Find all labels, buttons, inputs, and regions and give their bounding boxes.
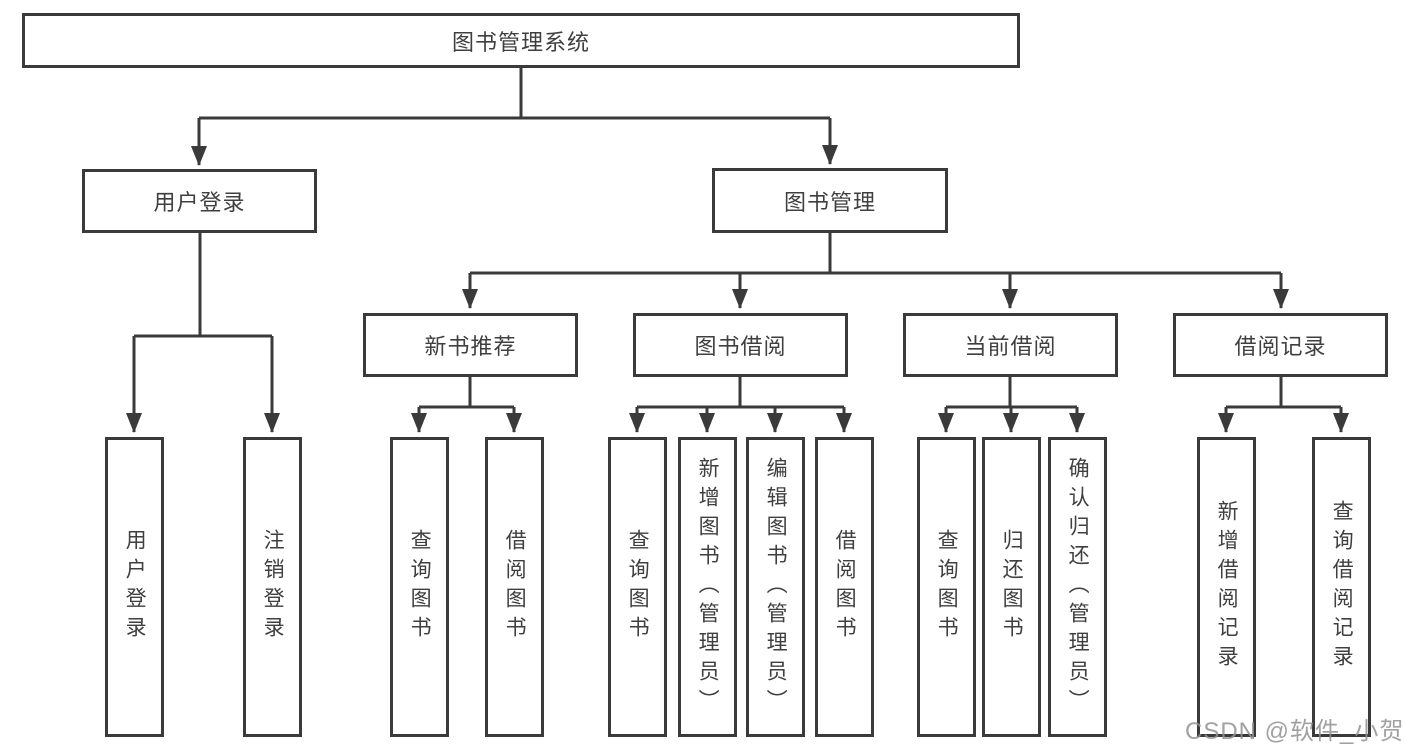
- node-book-management: 图书管理: [712, 168, 948, 233]
- leaf-query-books-recommend-label: 查询图书: [408, 529, 432, 645]
- leaf-return-books: 归还图书: [982, 437, 1041, 737]
- leaf-add-borrow-record: 新增借阅记录: [1197, 437, 1256, 737]
- leaf-query-books-borrowing: 查询图书: [608, 437, 667, 737]
- leaf-query-books-borrowing-label: 查询图书: [626, 529, 650, 645]
- watermark: CSDN @软件_小贺同学: [1185, 718, 1405, 745]
- leaf-borrow-books-borrowing: 借阅图书: [815, 437, 874, 737]
- leaf-logout: 注销登录: [243, 437, 302, 737]
- leaf-query-books-current: 查询图书: [917, 437, 976, 737]
- leaf-query-borrow-record: 查询借阅记录: [1312, 437, 1371, 737]
- leaf-user-login-label: 用户登录: [123, 529, 147, 645]
- leaf-add-borrow-record-label: 新增借阅记录: [1215, 500, 1239, 674]
- node-user-login-group: 用户登录: [82, 169, 317, 233]
- node-new-book-recommend-label: 新书推荐: [424, 334, 517, 359]
- leaf-query-borrow-record-label: 查询借阅记录: [1330, 500, 1354, 674]
- node-borrowing-records: 借阅记录: [1173, 313, 1388, 377]
- leaf-user-login: 用户登录: [105, 437, 164, 737]
- node-book-borrowing-label: 图书借阅: [694, 334, 787, 359]
- leaf-add-books-admin: 新增图书（管理员）: [678, 437, 737, 737]
- leaf-logout-label: 注销登录: [261, 529, 285, 645]
- leaf-return-books-label: 归还图书: [1000, 529, 1024, 645]
- leaf-borrow-books-recommend-label: 借阅图书: [503, 529, 527, 645]
- leaf-edit-books-admin: 编辑图书（管理员）: [746, 437, 805, 737]
- leaf-borrow-books-recommend: 借阅图书: [485, 437, 544, 737]
- leaf-query-books-recommend: 查询图书: [390, 437, 449, 737]
- node-root-label: 图书管理系统: [451, 29, 590, 55]
- node-new-book-recommend: 新书推荐: [363, 313, 578, 377]
- leaf-confirm-return-admin-label: 确认归还（管理员）: [1066, 456, 1090, 718]
- leaf-borrow-books-borrowing-label: 借阅图书: [833, 529, 857, 645]
- leaf-query-books-current-label: 查询图书: [935, 529, 959, 645]
- node-current-borrowing-label: 当前借阅: [964, 334, 1057, 359]
- node-root: 图书管理系统: [22, 13, 1020, 68]
- node-borrowing-records-label: 借阅记录: [1234, 334, 1327, 359]
- leaf-confirm-return-admin: 确认归还（管理员）: [1048, 437, 1107, 737]
- node-user-login-group-label: 用户登录: [153, 190, 246, 215]
- node-book-borrowing: 图书借阅: [633, 313, 848, 377]
- leaf-add-books-admin-label: 新增图书（管理员）: [696, 456, 720, 718]
- leaf-edit-books-admin-label: 编辑图书（管理员）: [764, 456, 788, 718]
- node-current-borrowing: 当前借阅: [903, 313, 1118, 377]
- node-book-management-label: 图书管理: [783, 189, 876, 215]
